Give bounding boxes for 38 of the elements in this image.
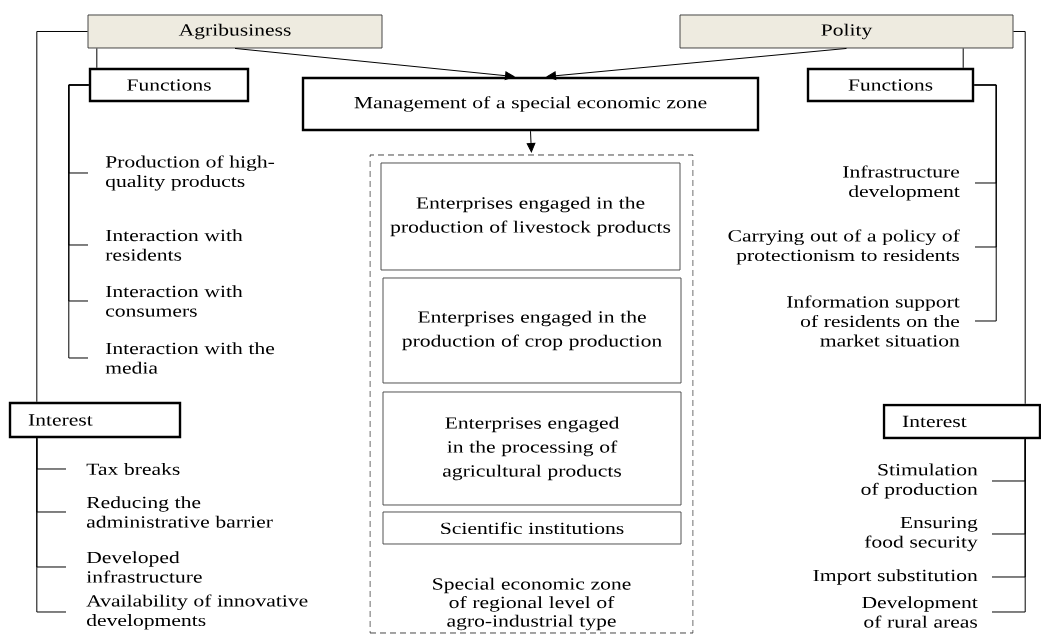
connector-line bbox=[962, 47, 964, 69]
actor-box: Polity bbox=[679, 14, 1014, 49]
heading-box: Functions bbox=[806, 67, 975, 103]
connector-line bbox=[68, 84, 90, 359]
heading-box: Interest bbox=[8, 401, 182, 439]
arrow bbox=[546, 47, 847, 81]
list-item: Developed infrastructure bbox=[86, 551, 202, 583]
list-item: Reducing the administrative barrier bbox=[86, 496, 273, 528]
connector-line bbox=[96, 47, 98, 69]
arrow bbox=[234, 47, 515, 81]
connector-line bbox=[36, 31, 89, 403]
list-item: Interaction with residents bbox=[105, 229, 243, 261]
list-item: Infrastructure development bbox=[843, 165, 960, 201]
list-item: Information support of residents on the market situation bbox=[787, 295, 960, 347]
list-item: Stimulation of production bbox=[861, 463, 978, 499]
list-item: Tax breaks bbox=[86, 463, 180, 475]
actor-box: Agribusiness bbox=[87, 14, 383, 49]
enterprise-box: Enterprises engaged in the production of livestock products bbox=[380, 162, 681, 271]
connector-line bbox=[991, 438, 1026, 613]
list-item: Interaction with consumers bbox=[106, 285, 243, 317]
list-item: Ensuring food security bbox=[864, 516, 978, 552]
list-item: Interaction with the media bbox=[105, 342, 275, 374]
institution-box: Scientific institutions bbox=[382, 511, 682, 545]
connector-line bbox=[973, 84, 997, 322]
list-item: Import substitution bbox=[813, 569, 978, 585]
enterprise-box: Enterprises engaged in the processing of agricultural products bbox=[382, 391, 682, 506]
connector-line bbox=[1012, 31, 1026, 405]
list-item: Development of rural areas bbox=[862, 596, 978, 628]
management-box: Management of a special economic zone bbox=[301, 76, 760, 132]
heading-box: Interest bbox=[882, 403, 1041, 440]
zone-caption: Special economic zone of regional level of agro-industrial type bbox=[433, 577, 631, 631]
connector-line bbox=[36, 437, 67, 613]
list-item: Carrying out of a policy of protectionism to residents bbox=[728, 229, 960, 265]
list-item: Production of high-quality products bbox=[105, 155, 275, 191]
enterprise-box: Enterprises engaged in the production of crop production bbox=[382, 277, 682, 384]
heading-box: Functions bbox=[88, 67, 250, 103]
arrow bbox=[526, 130, 536, 153]
list-item: Availability of innovative developments bbox=[86, 594, 308, 630]
